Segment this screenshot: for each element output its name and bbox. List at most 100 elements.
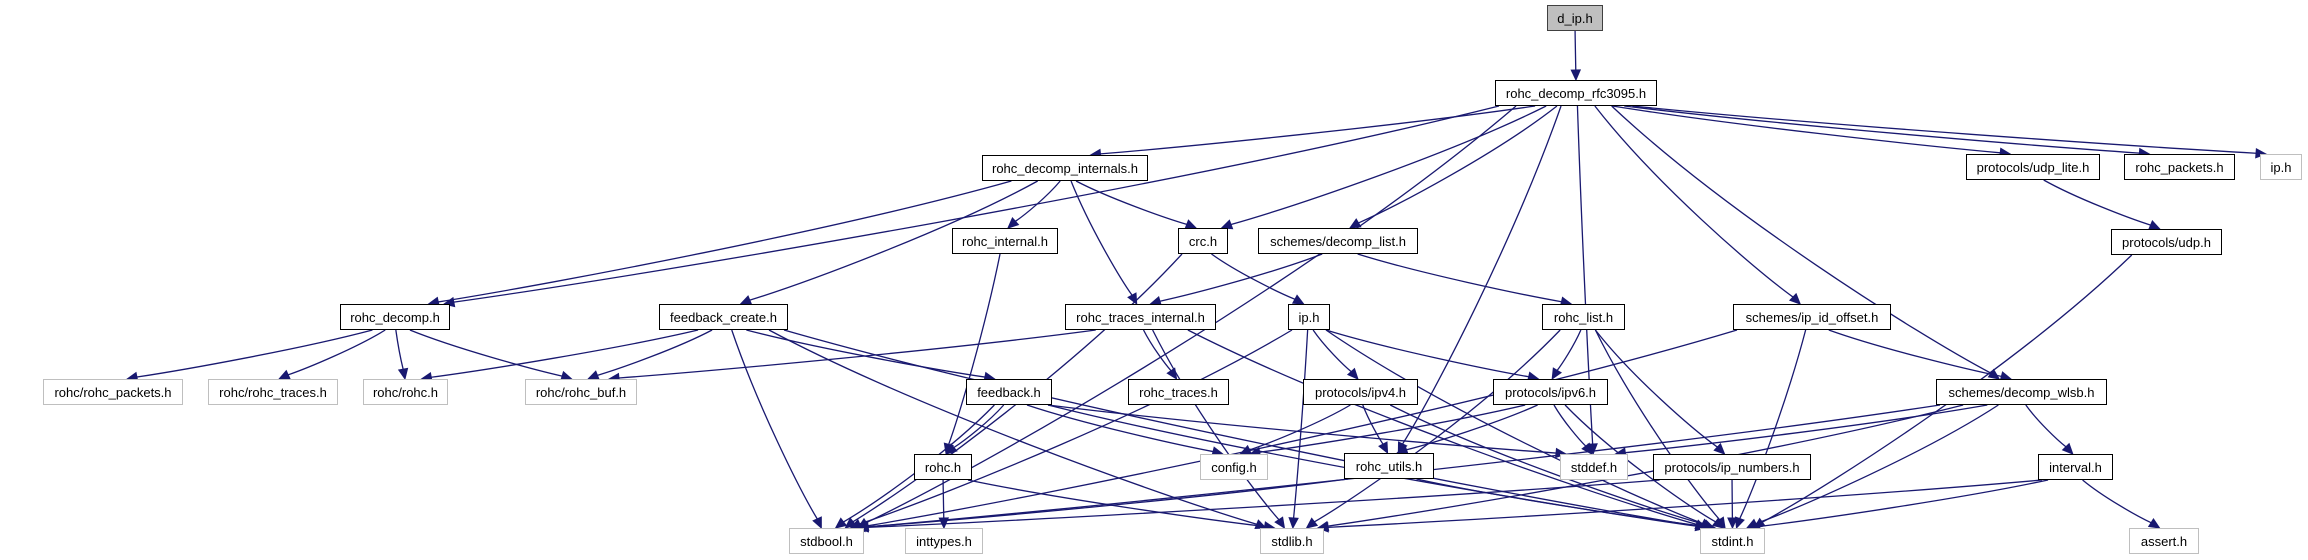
node-rohc-rohc-packets-h: rohc/rohc_packets.h [43, 379, 183, 405]
node-label: protocols/ipv4.h [1314, 384, 1407, 400]
arrowhead-udp_lite-to-udp [2148, 220, 2161, 230]
edge-d_ip-to-rfc3095 [1574, 30, 1577, 71]
node-rohc-rohc-traces-h: rohc/rohc_traces.h [208, 379, 338, 405]
node-schemes-ip-id-offset-h[interactable]: schemes/ip_id_offset.h [1733, 304, 1891, 330]
edge-feedback-to-config [1026, 404, 1214, 453]
arrowhead-decomp_wlsb-to-interval [2061, 442, 2074, 455]
edge-feedback-to-stdbool [843, 404, 995, 523]
edge-ip_id_offset-to-decomp_wlsb [1828, 329, 2002, 378]
edge-rohc_decomp-to-rohc_rohc_packets [136, 329, 373, 378]
arrowhead-traces_internal-to-rohc_traces [1166, 367, 1178, 381]
arrowhead-interval-to-assert [2147, 517, 2161, 529]
edge-feedback_create-to-rohc_rohc [431, 329, 699, 378]
node-label: rohc_decomp_internals.h [992, 160, 1138, 176]
edge-interval-to-assert [2082, 479, 2152, 524]
node-label: protocols/ipv6.h [1504, 384, 1597, 400]
node-label: schemes/ip_id_offset.h [1745, 309, 1879, 325]
node-label: interval.h [2049, 459, 2102, 475]
edge-feedback-to-rohc_h [953, 404, 1005, 449]
node-schemes-decomp-list-h[interactable]: schemes/decomp_list.h [1258, 228, 1418, 254]
node-label: rohc/rohc_traces.h [219, 384, 327, 400]
edge-ip-to-stdint [1325, 329, 1703, 525]
edge-decomp_internals-to-crc [1075, 180, 1187, 225]
node-protocols-ipv6-h[interactable]: protocols/ipv6.h [1493, 379, 1608, 405]
node-label: rohc_utils.h [1355, 458, 1423, 474]
arrowhead-rohc_h-to-inttypes [938, 517, 950, 530]
node-protocols-ip-numbers-h[interactable]: protocols/ip_numbers.h [1653, 454, 1811, 480]
node-protocols-ipv4-h[interactable]: protocols/ipv4.h [1303, 379, 1418, 405]
node-rohc-utils-h[interactable]: rohc_utils.h [1344, 453, 1434, 479]
node-label: rohc_decomp_rfc3095.h [1505, 85, 1647, 101]
arrowhead-ip-to-ipv4 [1346, 367, 1359, 380]
node-stdbool-h: stdbool.h [789, 528, 864, 554]
edge-feedback_create-to-rohc_buf [597, 329, 713, 376]
edge-rfc3095-to-udp_lite [1612, 105, 2001, 154]
arrowhead-feedback-to-rohc_h [945, 443, 958, 455]
edge-interval-to-stdlib [1327, 479, 2043, 528]
edge-ip_numbers-to-stdbool [867, 479, 1660, 529]
edge-rohc_list-to-stdint [1594, 329, 1721, 521]
arrowhead-rfc3095-to-decomp_list [1348, 218, 1362, 229]
arrowhead-feedback_create-to-stdbool [812, 516, 822, 530]
node-label: rohc_traces.h [1139, 384, 1218, 400]
edge-rfc3095-to-ip_id_offset [1594, 105, 1794, 298]
edge-rohc_decomp-to-rohc_rohc_traces [287, 329, 386, 376]
arrowhead-ip-to-stdlib [1288, 517, 1299, 530]
node-rohc-internal-h[interactable]: rohc_internal.h [952, 228, 1058, 254]
node-rohc-list-h[interactable]: rohc_list.h [1542, 304, 1625, 330]
node-rohc-decomp-internals-h[interactable]: rohc_decomp_internals.h [982, 155, 1148, 181]
arrowhead-rohc_list-to-ipv6 [1551, 367, 1563, 381]
edge-rfc3095-to-decomp_internals [1100, 105, 1536, 155]
node-protocols-udp-lite-h[interactable]: protocols/udp_lite.h [1966, 154, 2100, 180]
node-label: d_ip.h [1557, 10, 1593, 26]
node-d-ip-h: d_ip.h [1547, 5, 1603, 31]
arrowhead-rfc3095-to-ip_id_offset [1788, 292, 1802, 305]
node-stdlib-h: stdlib.h [1260, 528, 1324, 554]
node-stdint-h: stdint.h [1700, 528, 1765, 554]
edge-crc-to-stdbool [852, 253, 1183, 523]
edge-rohc_h-to-inttypes [942, 479, 945, 519]
edge-udp_lite-to-udp [2043, 179, 2151, 226]
edge-rfc3095-to-rohc_packets [1624, 105, 2140, 154]
node-rohc-h[interactable]: rohc.h [914, 454, 972, 480]
arrowhead-ipv6-to-stdint [1711, 517, 1725, 529]
edge-ipv4-to-rohc_utils [1362, 404, 1384, 445]
edge-feedback_create-to-feedback [746, 329, 986, 378]
node-rohc-traces-h[interactable]: rohc_traces.h [1128, 379, 1229, 405]
node-rohc-decomp-h[interactable]: rohc_decomp.h [340, 304, 450, 330]
edge-ipv6-to-stddef [1553, 404, 1587, 447]
node-label: assert.h [2140, 533, 2188, 549]
node-label: rohc/rohc_packets.h [54, 384, 172, 400]
node-rohc-packets-h[interactable]: rohc_packets.h [2124, 154, 2235, 180]
edge-decomp_internals-to-rohc_internal [1015, 180, 1061, 222]
edge-decomp_wlsb-to-stdint [1755, 404, 1999, 525]
node-crc-h[interactable]: crc.h [1178, 228, 1228, 254]
edge-decomp_internals-to-rohc_decomp [438, 180, 1012, 303]
edge-rfc3095-to-rohc_decomp [453, 105, 1500, 303]
edge-decomp_internals-to-traces_internal [1070, 180, 1133, 296]
edge-ipv6-to-config [1259, 404, 1526, 453]
node-rohc-decomp-rfc3095-h[interactable]: rohc_decomp_rfc3095.h [1495, 80, 1657, 106]
node-label: rohc_decomp.h [350, 309, 440, 325]
node-feedback-create-h[interactable]: feedback_create.h [659, 304, 788, 330]
node-interval-h[interactable]: interval.h [2038, 454, 2113, 480]
node-label: protocols/udp_lite.h [1976, 159, 2090, 175]
node-label: schemes/decomp_wlsb.h [1948, 384, 2095, 400]
edge-rohc_h-to-stdlib [967, 479, 1265, 528]
node-label: rohc_list.h [1553, 309, 1614, 325]
node-ip-h[interactable]: ip.h [1288, 304, 1330, 330]
node-protocols-udp-h[interactable]: protocols/udp.h [2111, 229, 2222, 255]
edge-rohc_utils-to-stdint [1416, 478, 1706, 528]
edge-ipv6-to-rohc_utils [1406, 404, 1538, 451]
edge-traces_internal-to-rohc_buf [618, 329, 1096, 379]
edge-feedback-to-stddef [1047, 404, 1557, 454]
node-config-h: config.h [1200, 454, 1268, 480]
node-schemes-decomp-wlsb-h[interactable]: schemes/decomp_wlsb.h [1936, 379, 2107, 405]
node-assert-h: assert.h [2129, 528, 2199, 554]
edge-rfc3095-to-crc [1230, 105, 1547, 226]
node-label: ip.h [2270, 159, 2292, 175]
node-rohc-traces-internal-h[interactable]: rohc_traces_internal.h [1065, 304, 1216, 330]
node-feedback-h[interactable]: feedback.h [966, 379, 1052, 405]
